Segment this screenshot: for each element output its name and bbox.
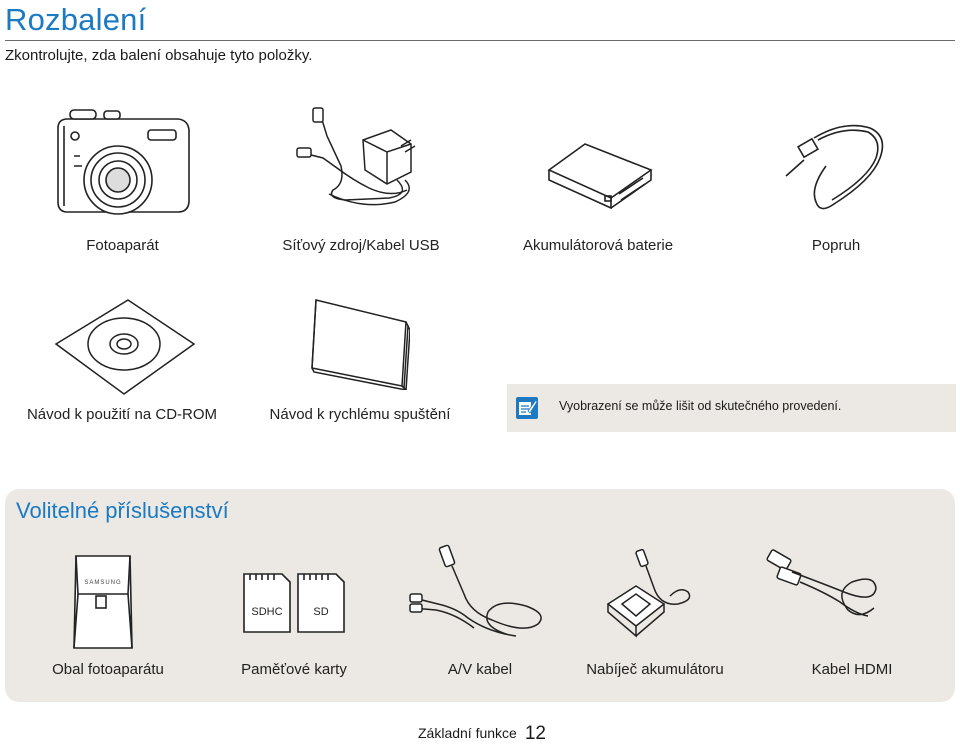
optional-label-cards: Paměťové karty [241,661,347,678]
av-cable-icon [409,544,542,637]
camera-case-icon: SAMSUNG [73,555,133,649]
cd-rom-icon [54,299,196,395]
page-number: 12 [524,723,546,744]
camera-icon [57,109,190,215]
memory-cards-icon: SDHC SD [243,573,345,633]
battery-charger-icon [606,548,691,638]
ac-adapter-usb-cable-icon [296,107,416,206]
item-label-cdrom: Návod k použití na CD-ROM [26,406,218,423]
note-box: Vyobrazení se může lišit od skutečného p… [507,384,956,432]
optional-accessories-title: Volitelné příslušenství [16,498,229,523]
page-footer: Základní funkce 12 [418,722,546,744]
battery-icon [547,143,653,210]
item-label-battery: Akumulátorová baterie [522,237,674,254]
optional-label-av: A/V kabel [447,661,513,678]
hdmi-cable-icon [766,549,877,617]
note-text: Vyobrazení se může lišit od skutečného p… [559,399,842,413]
sd-card-label: SD [313,606,328,618]
footer-section: Základní funkce [418,725,517,741]
optional-label-hdmi: Kabel HDMI [811,661,893,678]
page-title: Rozbalení [5,2,147,37]
quick-start-guide-icon [311,299,410,390]
item-label-strap: Popruh [811,237,861,254]
sdhc-card-label: SDHC [251,606,282,618]
strap-icon [785,124,884,210]
item-label-camera: Fotoaparát [86,237,159,254]
item-label-quick-guide: Návod k rychlému spuštění [269,406,451,423]
page-subtitle: Zkontrolujte, zda balení obsahuje tyto p… [5,47,313,64]
optional-accessories-panel: Volitelné příslušenství [5,489,955,702]
item-label-adapter: Síťový zdroj/Kabel USB [282,237,440,254]
optional-label-charger: Nabíječ akumulátoru [586,661,724,678]
note-icon [516,397,538,419]
case-brand-text: SAMSUNG [84,580,121,586]
optional-label-case: Obal fotoaparátu [52,661,164,678]
title-divider [5,40,955,41]
